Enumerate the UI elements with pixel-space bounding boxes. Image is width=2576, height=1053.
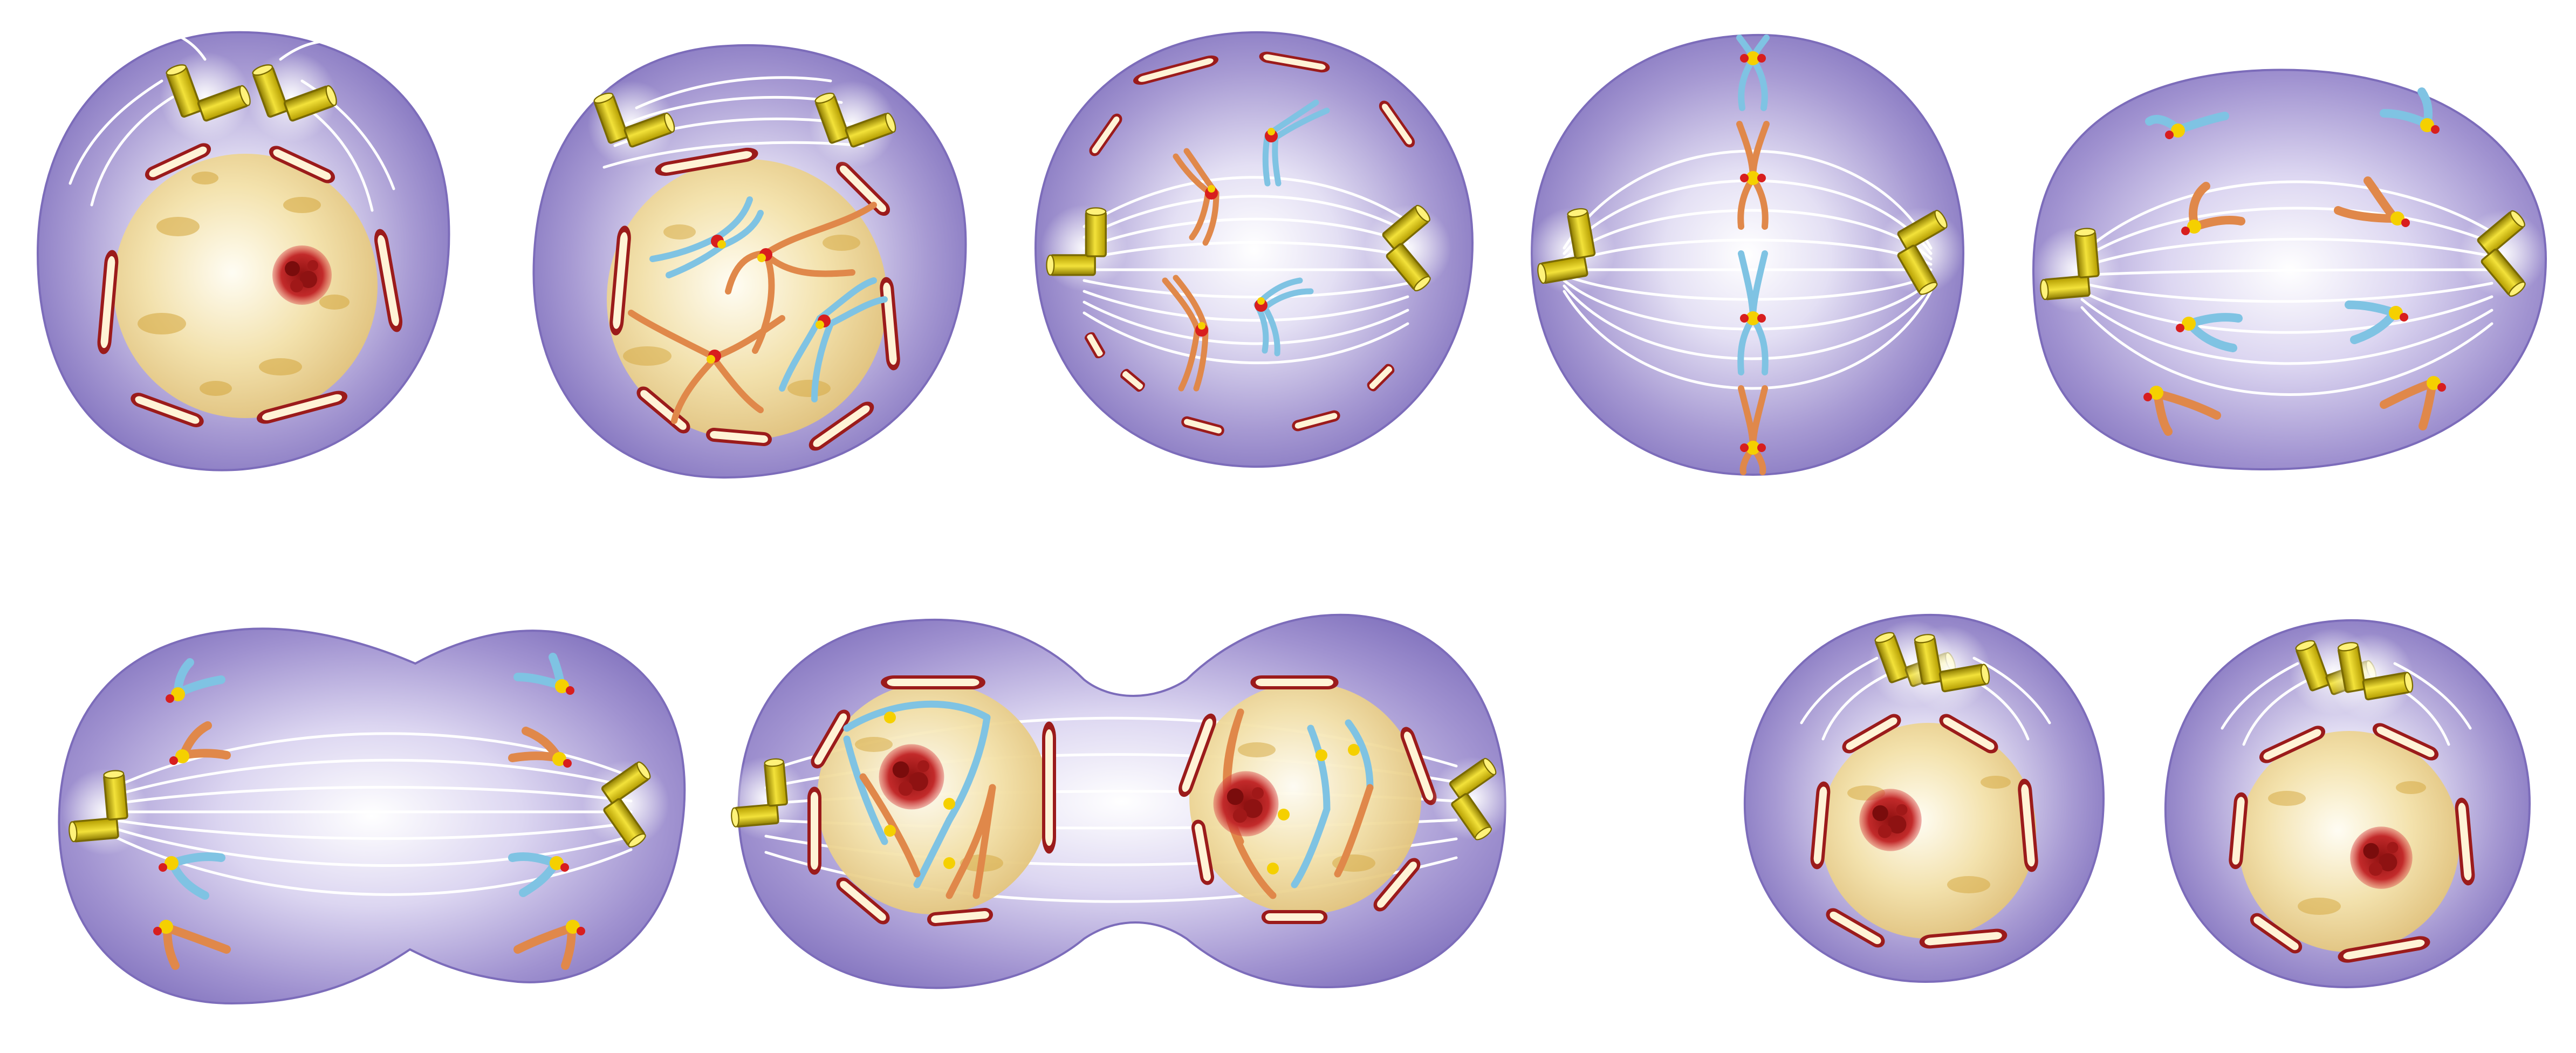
nucleus	[113, 154, 378, 418]
nucleus	[2238, 731, 2459, 952]
panel-telophase	[714, 613, 1525, 989]
cell-membrane	[1034, 31, 1474, 468]
kinetochore-dots	[884, 712, 1360, 874]
nucleolus-icon	[2350, 826, 2413, 889]
panel-interphase	[36, 31, 450, 471]
condensing-chromosome-icon	[628, 196, 888, 424]
elongated-cell-icon	[58, 627, 686, 1005]
centromere-markers	[2143, 118, 2446, 401]
panel-prometaphase	[1027, 31, 1474, 468]
nucleolus-icon	[1859, 789, 1922, 851]
panel-prophase	[532, 44, 967, 479]
centromere-markers	[153, 679, 585, 935]
panel-late-anaphase	[51, 627, 686, 1005]
daughter-cell-icon	[1743, 613, 2105, 983]
chromatin-texture	[138, 172, 350, 396]
chromosome-icon	[1162, 99, 1330, 392]
nucleolus-icon	[879, 744, 944, 810]
centromere-markers	[1195, 128, 1278, 337]
panel-metaphase	[1521, 33, 1972, 476]
spindle-fibers	[112, 732, 633, 896]
centromere-markers	[1740, 51, 1766, 455]
daughter-cell-icon	[2164, 619, 2531, 989]
nucleolus-icon	[1213, 771, 1279, 837]
centromere-markers	[707, 235, 831, 364]
spindle-aster-lines	[68, 31, 395, 212]
nucleus	[1820, 723, 2036, 939]
chromatin-texture	[2268, 781, 2426, 915]
panel-anaphase	[2022, 69, 2560, 471]
panel-daughter-cells	[1743, 613, 2531, 989]
chromatin-texture	[623, 224, 860, 397]
spindle-fibers	[2080, 180, 2493, 396]
decondensing-chromosomes	[843, 700, 1374, 899]
nucleolus-icon	[272, 245, 332, 305]
